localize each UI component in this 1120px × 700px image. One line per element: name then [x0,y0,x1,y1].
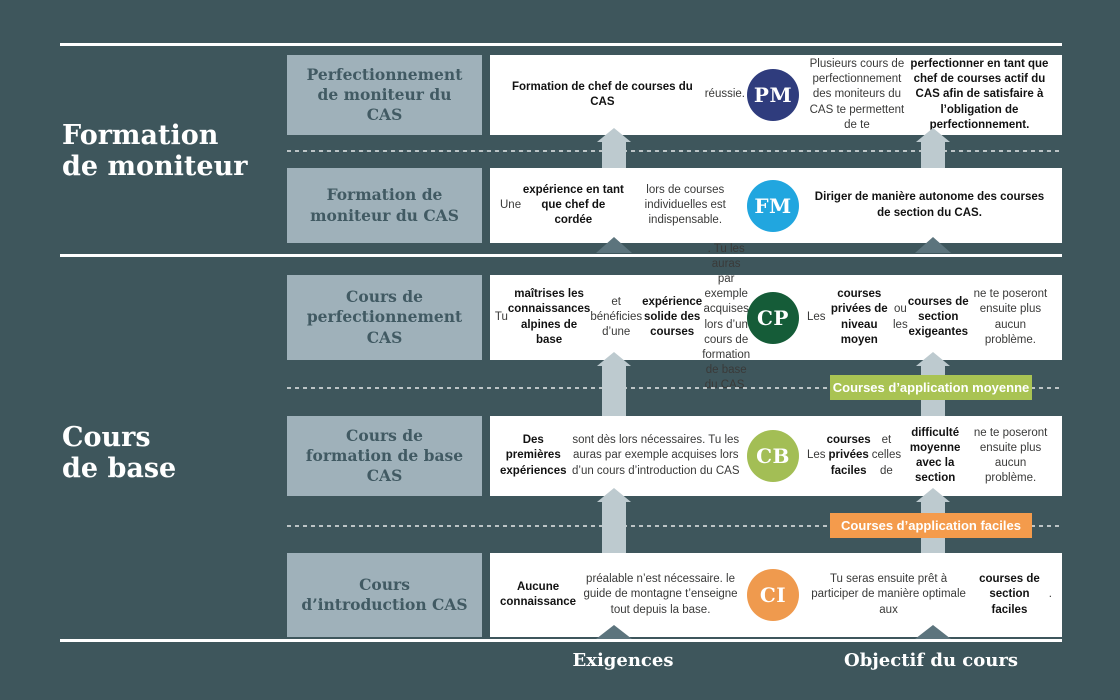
exigence-text: Aucune connaissance préalable n’est néce… [500,573,738,616]
section-label-line1: Formation [62,120,219,151]
objectif-text: Diriger de manière autonome des courses … [814,191,1045,219]
course-row-introduction: Cours d’introduction CAS Aucune connaiss… [287,553,1062,637]
axis-label-objectif: Objectif du cours [844,650,1018,671]
course-label-box: Cours d’introduction CAS [287,553,482,637]
badge-code: CP [757,305,789,330]
section-label-formation-moniteur: Formation de moniteur [62,120,247,183]
axis-label-exigences: Exigences [572,650,674,671]
up-triangle-icon [915,625,951,639]
up-arrow-icon [597,488,631,553]
course-label-box: Cours de formation de base CAS [287,416,482,496]
course-label: Cours de perfectionnement CAS [306,287,463,347]
course-label-box: Perfectionnement de moniteur du CAS [287,55,482,135]
objectif-text: Les courses privées faciles et celles de… [807,426,1048,485]
course-row-perfectionnement-cas: Cours de perfectionnement CAS Tu maîtris… [287,243,1062,391]
banner-courses-application-faciles: Courses d’application faciles [830,513,1032,538]
course-row-perfectionnement-moniteur: Perfectionnement de moniteur du CAS Form… [287,55,1062,135]
objectif-text: Plusieurs cours de perfectionnement des … [809,58,1049,131]
section-line-top [60,43,1062,46]
course-label: Formation de moniteur du CAS [310,185,459,225]
course-card: Une expérience en tant que chef de cordé… [490,168,1062,243]
badge-code: PM [753,83,793,107]
badge-code: FM [754,193,792,218]
badge-cp: CP [747,291,799,344]
badge-cb: CB [747,430,799,482]
section-label-line2: de moniteur [62,151,248,183]
banner-courses-application-moyenne: Courses d’application moyenne [830,375,1032,400]
badge-pm: PM [747,69,799,121]
course-row-formation-moniteur: Formation de moniteur du CAS Une expérie… [287,168,1062,243]
course-card: Formation de chef de courses du CAS réus… [490,55,1062,135]
up-arrow-icon [916,128,950,168]
course-row-formation-base: Cours de formation de base CAS Des premi… [287,416,1062,496]
course-label: Perfectionnement de moniteur du CAS [306,64,463,125]
course-card: Aucune connaissance préalable n’est néce… [490,553,1062,637]
course-card: Des premières expériences sont dès lors … [490,416,1062,496]
exigence-text: Tu maîtrises les connaissances alpines d… [494,242,751,392]
course-label-box: Cours de perfectionnement CAS [287,275,482,360]
up-arrow-icon [597,128,631,168]
exigence-text: Des premières expériences sont dès lors … [500,434,740,477]
course-card: Tu maîtrises les connaissances alpines d… [490,242,1062,392]
badge-ci: CI [747,569,799,621]
course-label: Cours d’introduction CAS [301,574,468,614]
objectif-text: Tu seras ensuite prêt à participer de ma… [811,573,1052,616]
up-triangle-icon [915,237,951,253]
section-label-cours-de-base: Cours de base [62,422,176,485]
dashed-separator [287,387,1062,389]
dashed-separator [287,150,1062,152]
badge-code: CI [759,583,787,607]
objectif-text: Les courses privées de niveau moyen ou l… [807,288,1048,346]
up-triangle-icon [596,237,632,253]
section-label-line1: Cours [62,422,151,453]
up-triangle-icon [596,625,632,639]
exigence-text: Formation de chef de courses du CAS réus… [511,80,745,108]
section-label-line2: de base [62,453,177,485]
badge-fm: FM [747,179,799,232]
course-label-box: Formation de moniteur du CAS [287,168,482,243]
dashed-separator [287,525,1062,527]
badge-code: CB [756,444,790,468]
section-line-middle [60,254,1062,257]
section-line-bottom [60,639,1062,642]
course-label: Cours de formation de base CAS [305,425,464,486]
banner-label: Courses d’application faciles [841,518,1021,533]
up-arrow-icon [597,352,631,416]
banner-label: Courses d’application moyenne [832,380,1030,395]
exigence-text: Une expérience en tant que chef de cordé… [500,183,726,227]
